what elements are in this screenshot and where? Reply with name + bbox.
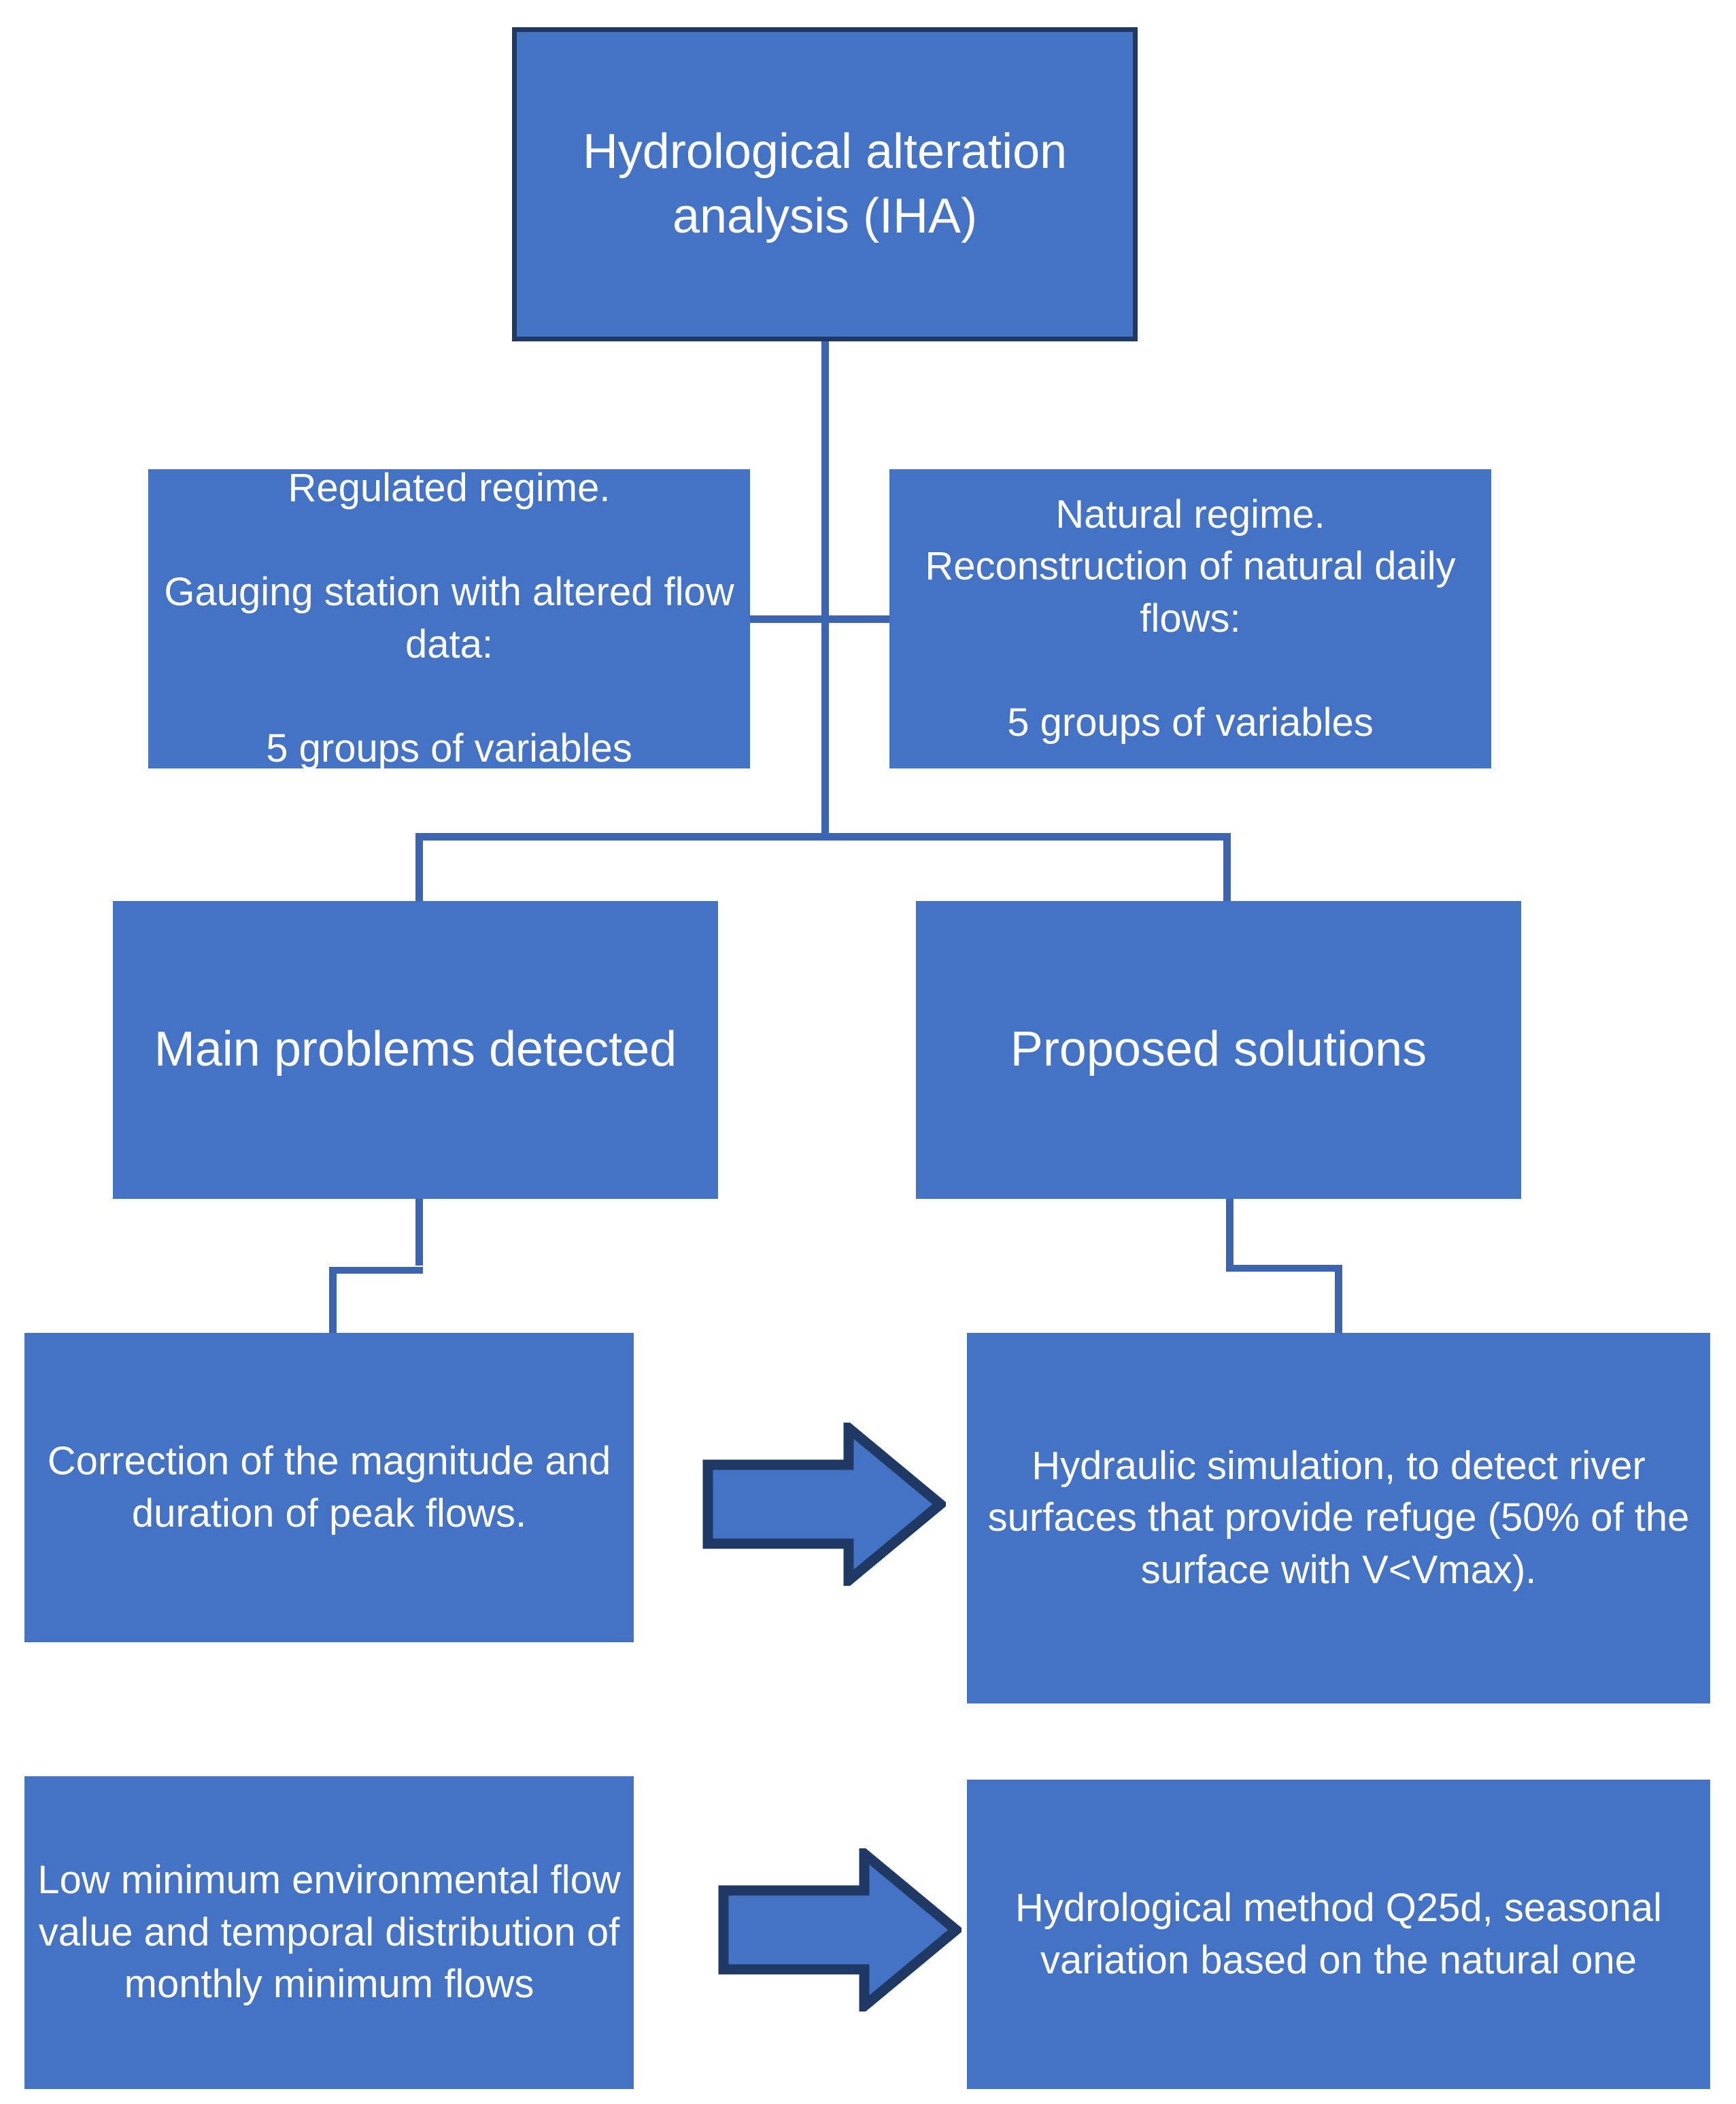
connector-regimes-horizontal-link: [750, 615, 890, 623]
connector-regimes-to-branch-vertical: [821, 615, 829, 836]
node-hydraulic-simulation[interactable]: Hydraulic simulation, to detect river su…: [967, 1333, 1710, 1703]
arrow-right-icon-lowmin-to-q25d: [718, 1848, 961, 2012]
node-root-hydrological-alteration-analysis[interactable]: Hydrological alteration analysis (IHA): [512, 27, 1138, 341]
connector-branch-left-drop: [415, 833, 423, 904]
connector-solutions-cross: [1226, 1265, 1342, 1272]
connector-problems-drop-a: [415, 1199, 423, 1266]
node-proposed-solutions[interactable]: Proposed solutions: [916, 901, 1521, 1199]
node-low-minimum-environmental-flow[interactable]: Low minimum environmental flow value and…: [24, 1776, 634, 2089]
connector-branch-right-drop: [1223, 833, 1231, 904]
node-hydrological-method-q25d[interactable]: Hydrological method Q25d, seasonal varia…: [967, 1780, 1710, 2089]
node-main-problems-detected[interactable]: Main problems detected: [113, 901, 718, 1199]
connector-problems-drop-b: [329, 1267, 337, 1335]
connector-branch-horizontal: [415, 833, 1231, 841]
node-natural-regime[interactable]: Natural regime. Reconstruction of natura…: [889, 469, 1491, 768]
node-regulated-regime[interactable]: Regulated regime. Gauging station with a…: [148, 466, 750, 770]
connector-root-to-regimes-vertical: [821, 340, 829, 632]
connector-solutions-drop-a: [1226, 1199, 1233, 1266]
node-correction-peak-flows[interactable]: Correction of the magnitude and duration…: [24, 1333, 634, 1642]
arrow-right-icon-peak-to-hydraulic: [702, 1423, 946, 1586]
connector-problems-cross: [329, 1267, 423, 1274]
connector-solutions-drop-b: [1335, 1265, 1342, 1335]
